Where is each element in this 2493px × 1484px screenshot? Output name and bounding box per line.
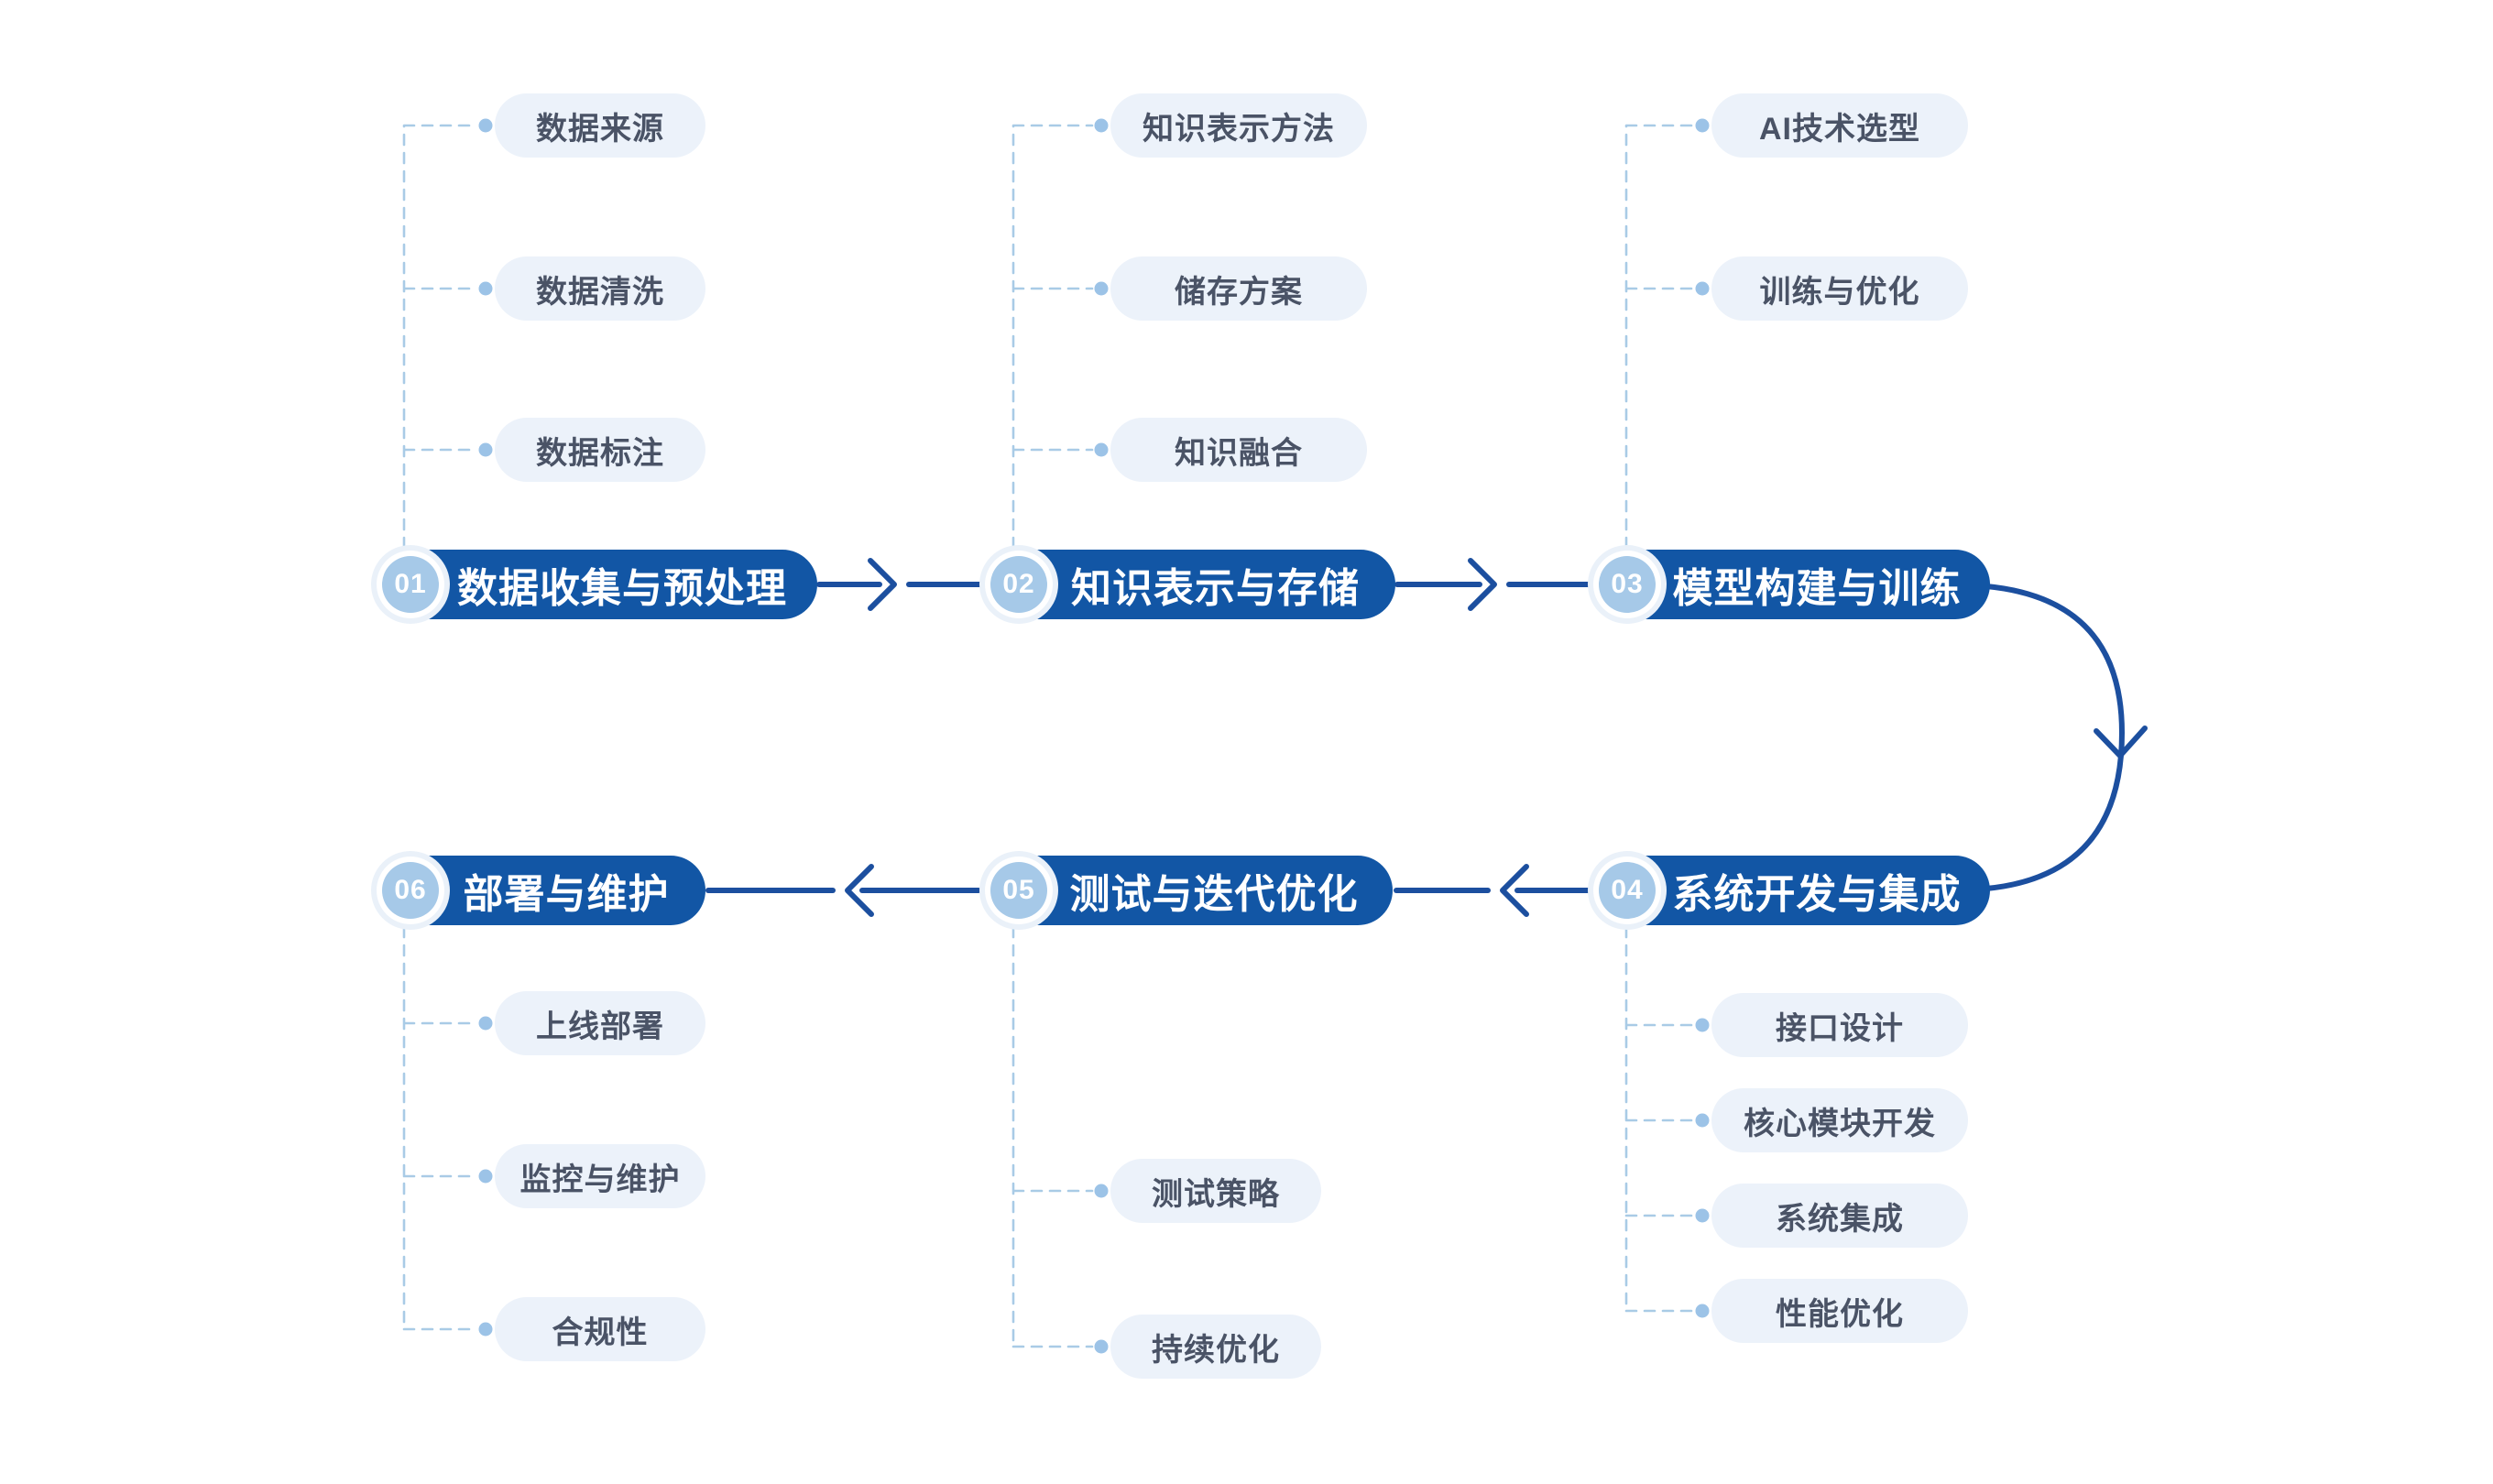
branch-dot xyxy=(1695,118,1710,133)
stage-pill: 系统开发与集成 xyxy=(1613,856,1990,925)
sub-item-pill: 合规性 xyxy=(495,1297,705,1361)
stage-label: 模型构建与训练 xyxy=(1672,566,1962,611)
sub-item-pill: 持续优化 xyxy=(1110,1315,1321,1379)
stage-number: 01 xyxy=(394,569,427,599)
stage-label: 知识表示与存储 xyxy=(1071,566,1360,611)
arrow-02-to-03 xyxy=(1394,558,1591,611)
branch-dot xyxy=(478,118,493,133)
stage-label: 系统开发与集成 xyxy=(1672,872,1962,917)
stage-number-badge: 04 xyxy=(1599,862,1656,919)
branch-dot xyxy=(1695,281,1710,296)
branch-lines-stage-01 xyxy=(402,124,478,550)
branch-dot xyxy=(1094,118,1109,133)
stage-number-badge: 05 xyxy=(990,862,1047,919)
stage-pill: 部署与维护 xyxy=(396,856,705,925)
branch-dot xyxy=(478,281,493,296)
stage-number: 06 xyxy=(394,875,427,905)
stage-node-04: 系统开发与集成 04 xyxy=(1599,856,1990,925)
arrowhead-right-icon xyxy=(868,558,897,611)
stage-pill: 知识表示与存储 xyxy=(1004,550,1395,619)
branch-dot xyxy=(478,442,493,457)
stage-pill: 模型构建与训练 xyxy=(1613,550,1990,619)
sub-item-pill: 数据来源 xyxy=(495,93,705,158)
arrow-01-to-02 xyxy=(816,558,983,611)
arrowhead-down-icon xyxy=(2094,726,2148,758)
branch-lines-stage-04 xyxy=(1624,925,1695,1313)
sub-item-pill: 上线部署 xyxy=(495,991,705,1055)
branch-lines-stage-05 xyxy=(1011,925,1094,1348)
sub-item-pill: 监控与维护 xyxy=(495,1144,705,1208)
arrow-03-to-04-curve xyxy=(1984,584,2148,891)
stage-number-badge: 01 xyxy=(382,556,439,613)
stage-pill: 测试与迭代优化 xyxy=(1004,856,1393,925)
sub-item-pill: 数据清洗 xyxy=(495,256,705,321)
branch-dot xyxy=(1094,1184,1109,1198)
sub-item-pill: 训练与优化 xyxy=(1711,256,1968,321)
branch-lines-stage-06 xyxy=(402,925,478,1331)
branch-lines-stage-02 xyxy=(1011,124,1094,550)
sub-item-pill: 核心模块开发 xyxy=(1711,1088,1968,1152)
arrowhead-right-icon xyxy=(1468,558,1497,611)
stage-number-badge: 02 xyxy=(990,556,1047,613)
arrowhead-left-icon xyxy=(845,864,874,917)
branch-dot xyxy=(1695,1018,1710,1032)
stage-number: 04 xyxy=(1611,875,1644,905)
arrowhead-left-icon xyxy=(1500,864,1529,917)
stage-label: 部署与维护 xyxy=(463,872,670,917)
branch-dot xyxy=(1094,442,1109,457)
sub-item-pill: 系统集成 xyxy=(1711,1184,1968,1248)
sub-item-pill: 知识表示方法 xyxy=(1110,93,1367,158)
stage-label: 测试与迭代优化 xyxy=(1069,872,1359,917)
stage-number: 03 xyxy=(1611,569,1644,599)
sub-item-pill: 数据标注 xyxy=(495,418,705,482)
stage-node-03: 模型构建与训练 03 xyxy=(1599,550,1990,619)
branch-dot xyxy=(1695,1113,1710,1128)
stage-node-02: 知识表示与存储 02 xyxy=(990,550,1395,619)
sub-item-pill: 性能优化 xyxy=(1711,1279,1968,1343)
branch-dot xyxy=(1094,281,1109,296)
stage-label: 数据收集与预处理 xyxy=(457,566,787,611)
stage-pill: 数据收集与预处理 xyxy=(396,550,817,619)
stage-node-06: 部署与维护 06 xyxy=(382,856,705,925)
branch-lines-stage-03 xyxy=(1624,124,1695,550)
sub-item-pill: 知识融合 xyxy=(1110,418,1367,482)
stage-number-badge: 06 xyxy=(382,862,439,919)
branch-dot xyxy=(1094,1339,1109,1354)
branch-dot xyxy=(1695,1208,1710,1223)
stage-node-05: 测试与迭代优化 05 xyxy=(990,856,1393,925)
branch-dot xyxy=(1695,1304,1710,1318)
branch-dot xyxy=(478,1169,493,1184)
sub-item-pill: AI技术选型 xyxy=(1711,93,1968,158)
sub-item-pill: 测试策略 xyxy=(1110,1159,1321,1223)
stage-number: 05 xyxy=(1002,875,1035,905)
sub-item-pill: 接口设计 xyxy=(1711,993,1968,1057)
branch-dot xyxy=(478,1016,493,1031)
sub-item-pill: 储存方案 xyxy=(1110,256,1367,321)
arrow-04-to-05 xyxy=(1394,864,1591,917)
stage-number-badge: 03 xyxy=(1599,556,1656,613)
stage-node-01: 数据收集与预处理 01 xyxy=(382,550,817,619)
stage-number: 02 xyxy=(1002,569,1035,599)
branch-dot xyxy=(478,1322,493,1337)
arrow-05-to-06 xyxy=(705,864,981,917)
